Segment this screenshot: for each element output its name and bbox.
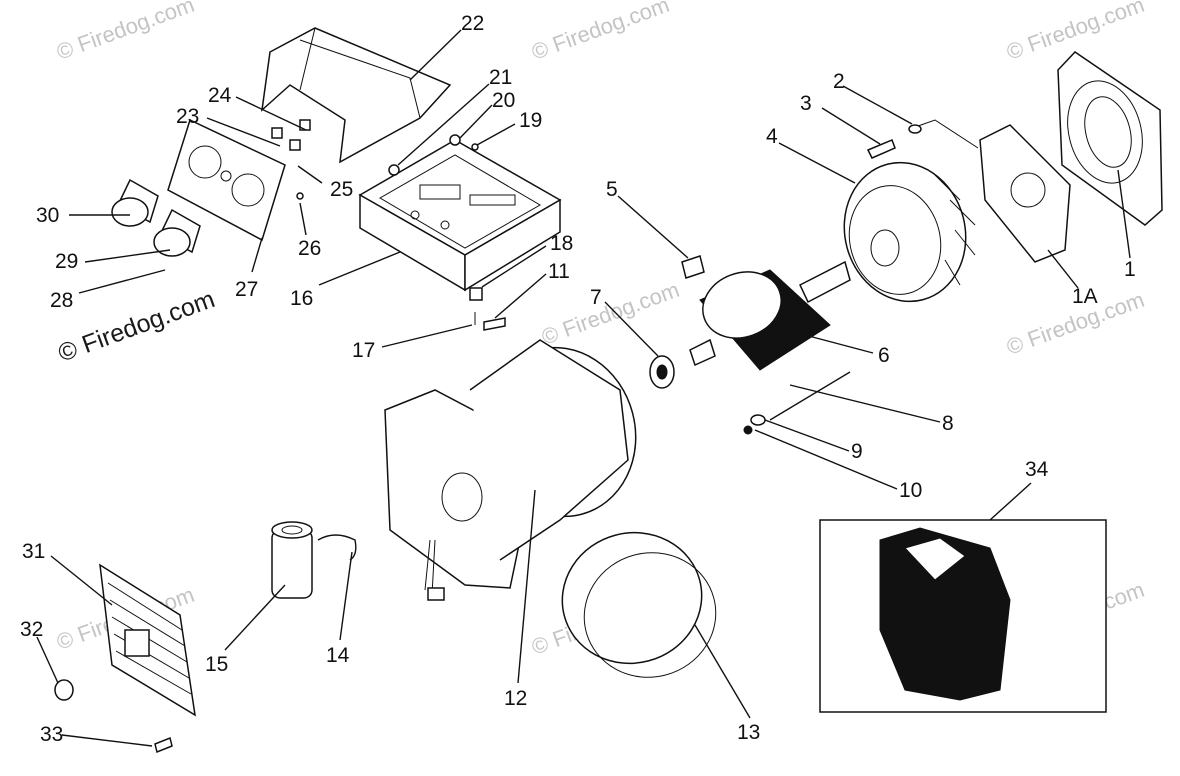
callout-33: 33 (40, 723, 63, 746)
watermark: © Firedog.com (53, 0, 197, 65)
watermark: © Firedog.com (528, 0, 672, 65)
part-stator-housing (384, 339, 637, 601)
callout-31: 31 (22, 540, 45, 563)
part-bearing (649, 355, 675, 389)
part-knob (54, 679, 74, 701)
callout-7: 7 (590, 286, 602, 309)
callout-30: 30 (36, 204, 59, 227)
part-gasket (979, 124, 1071, 263)
callout-3: 3 (800, 92, 812, 115)
callout-8: 8 (942, 412, 954, 435)
callout-15: 15 (205, 653, 228, 676)
watermark: © Firedog.com (538, 277, 682, 350)
callout-10: 10 (899, 479, 922, 502)
callout-1A: 1A (1072, 285, 1098, 308)
callout-11: 11 (548, 260, 570, 283)
callout-2: 2 (833, 70, 845, 93)
callout-28: 28 (50, 289, 73, 312)
callout-1: 1 (1124, 258, 1136, 281)
callout-9: 9 (851, 440, 863, 463)
part-outlet-plate (167, 118, 311, 242)
callout-18: 18 (550, 232, 573, 255)
inset-assembly-box (819, 519, 1107, 713)
part-control-box (358, 139, 562, 292)
part-capacitor (271, 521, 313, 599)
callout-19: 19 (519, 109, 542, 132)
part-band (561, 531, 717, 678)
callout-14: 14 (326, 644, 350, 667)
part-end-flange (1057, 51, 1163, 226)
part-clip (317, 534, 357, 561)
part-small-fasteners (296, 134, 506, 331)
callout-25: 25 (330, 178, 353, 201)
callout-labels: 22 21 20 19 24 23 25 30 29 28 27 26 16 1… (20, 12, 1136, 746)
callout-22: 22 (461, 12, 484, 35)
callout-29: 29 (55, 250, 78, 273)
callout-26: 26 (298, 237, 321, 260)
watermark-prominent: © Firedog.com (54, 285, 218, 368)
callout-23: 23 (176, 105, 199, 128)
part-grille (99, 563, 196, 717)
callout-24: 24 (208, 84, 232, 107)
callout-13: 13 (737, 721, 760, 744)
part-through-bolt (743, 371, 851, 435)
part-screw (154, 736, 173, 754)
callout-16: 16 (290, 287, 313, 310)
part-rotor (689, 260, 851, 371)
callout-20: 20 (492, 89, 515, 112)
leader-lines (36, 29, 1131, 747)
part-brush-holder (681, 255, 705, 279)
callout-4: 4 (766, 125, 778, 148)
callout-12: 12 (504, 687, 527, 710)
callout-34: 34 (1025, 458, 1049, 481)
part-fan (843, 161, 976, 303)
part-cover (260, 27, 452, 164)
callout-32: 32 (20, 618, 43, 641)
callout-21: 21 (489, 66, 512, 89)
callout-27: 27 (235, 278, 258, 301)
callout-6: 6 (878, 344, 890, 367)
part-bolt-washer (866, 119, 979, 159)
callout-17: 17 (352, 339, 375, 362)
part-outlet-sockets (111, 178, 201, 257)
callout-5: 5 (606, 178, 618, 201)
